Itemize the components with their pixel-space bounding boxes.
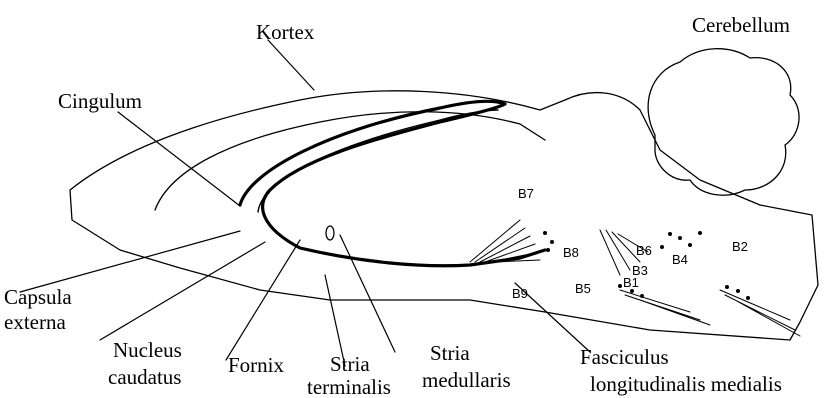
cell-group-b9: B9 <box>512 287 528 301</box>
brain-outline <box>70 91 818 340</box>
cell-group-b7: B7 <box>518 187 534 201</box>
cingulum-bundle <box>240 101 545 265</box>
label-fasciculus-line2: longitudinalis medialis <box>590 373 782 396</box>
label-capsula-externa-line2: externa <box>4 311 66 334</box>
label-nucleus-caudatus-line1: Nucleus <box>113 339 182 362</box>
cell-group-b3: B3 <box>632 264 648 278</box>
cortex-boundary <box>155 112 545 210</box>
label-capsula-externa-line1: Capsula <box>4 286 72 309</box>
label-nucleus-caudatus-line2: caudatus <box>108 366 181 389</box>
label-fornix: Fornix <box>228 354 284 377</box>
label-cingulum: Cingulum <box>58 90 142 113</box>
fornix-oval <box>326 226 334 240</box>
label-cerebellum: Cerebellum <box>692 14 790 37</box>
cingulum-inner <box>258 110 498 212</box>
cell-group-b4: B4 <box>672 253 688 267</box>
label-kortex: Kortex <box>256 21 314 44</box>
cell-group-b1: B1 <box>623 276 639 290</box>
label-fasciculus-line1: Fasciculus <box>580 346 669 369</box>
label-stria-terminalis-line2: terminalis <box>307 376 391 398</box>
cell-group-b5: B5 <box>575 282 591 296</box>
cell-group-b6: B6 <box>636 244 652 258</box>
cell-group-b8: B8 <box>563 246 579 260</box>
label-stria-medullaris-line2: medullaris <box>422 369 511 392</box>
cell-group-b2: B2 <box>732 240 748 254</box>
label-stria-terminalis-line1: Stria <box>330 353 370 376</box>
label-stria-medullaris-line1: Stria <box>430 342 470 365</box>
cerebellum-outline <box>648 49 799 196</box>
